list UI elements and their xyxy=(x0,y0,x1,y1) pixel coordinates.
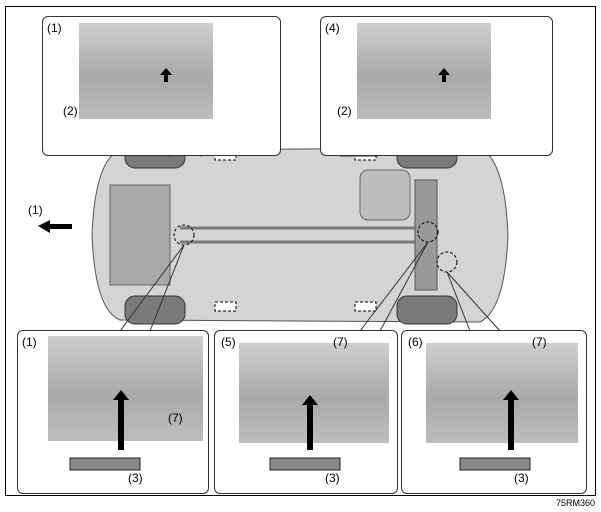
up-arrow-icon xyxy=(438,68,450,82)
label-7: (7) xyxy=(168,411,183,425)
figure-code: 75RM360 xyxy=(555,498,595,508)
label-3: (3) xyxy=(128,471,143,485)
callout-front-left-jack-stand: (1) (2) xyxy=(42,16,281,156)
front-direction-label: (1) xyxy=(28,203,43,217)
photo-rear-jack xyxy=(426,343,578,443)
photo-front-jack xyxy=(48,336,203,441)
diagram-frame xyxy=(5,6,596,496)
photo-center-jack xyxy=(239,343,389,443)
label-3: (3) xyxy=(514,471,529,485)
label-5: (5) xyxy=(221,335,236,349)
up-arrow-icon xyxy=(113,390,129,450)
floor-jack-icons xyxy=(69,457,531,471)
label-2: (2) xyxy=(63,104,78,118)
label-1: (1) xyxy=(22,335,37,349)
photo-jack-stand-front xyxy=(79,23,213,119)
callout-rear-left-jack-stand: (4) (2) xyxy=(320,16,553,156)
up-arrow-icon xyxy=(503,390,519,450)
label-6: (6) xyxy=(408,335,423,349)
up-arrow-icon xyxy=(160,68,172,82)
label-1: (1) xyxy=(47,21,62,35)
label-4: (4) xyxy=(325,21,340,35)
front-arrow-icon xyxy=(38,220,72,233)
photo-jack-stand-rear xyxy=(357,23,491,119)
label-3: (3) xyxy=(325,471,340,485)
car-body xyxy=(91,147,509,323)
label-7: (7) xyxy=(532,335,547,349)
label-2: (2) xyxy=(337,104,352,118)
label-7: (7) xyxy=(333,335,348,349)
up-arrow-icon xyxy=(302,395,318,450)
